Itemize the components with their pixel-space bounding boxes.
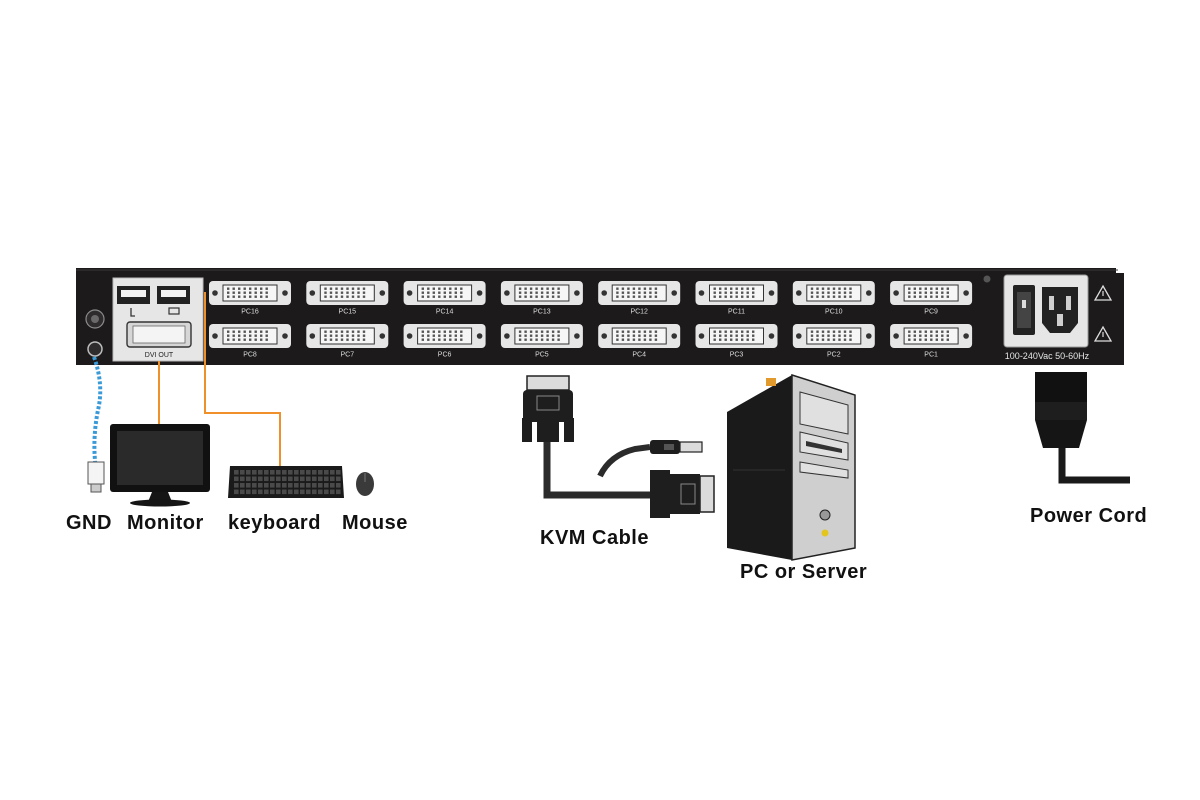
dvi-port-icon: PC15 xyxy=(306,281,389,316)
dvi-port-icon: PC3 xyxy=(695,324,778,359)
port-label: PC14 xyxy=(436,309,454,316)
port-label: PC12 xyxy=(630,309,648,316)
port-label: PC13 xyxy=(533,309,551,316)
console-cables xyxy=(158,292,281,466)
usb-port-1-icon xyxy=(117,286,150,304)
dvi-port-icon: PC12 xyxy=(598,281,681,316)
usb-port-2-icon xyxy=(157,286,190,304)
port-label: PC10 xyxy=(825,309,843,316)
ground-wire xyxy=(87,356,105,493)
ground-screw-icon xyxy=(85,309,105,357)
keyboard-label: keyboard xyxy=(228,512,321,534)
dvi-out-port-icon xyxy=(126,321,192,348)
pc-server-label: PC or Server xyxy=(740,561,868,583)
port-label: PC5 xyxy=(535,352,549,359)
dvi-connector-icon xyxy=(650,470,715,518)
kvm-cable-label: KVM Cable xyxy=(540,527,649,549)
warning-triangle-icon xyxy=(1093,284,1113,301)
warning-triangle-icon xyxy=(1093,325,1113,342)
dvi-port-icon: PC8 xyxy=(209,324,291,359)
power-switch-icon xyxy=(1013,285,1035,335)
monitor-icon xyxy=(110,424,210,507)
port-label: PC8 xyxy=(243,352,257,359)
dvi-port-icon: PC5 xyxy=(500,324,583,359)
dvi-port-icon: PC4 xyxy=(598,324,681,359)
monitor-label: Monitor xyxy=(127,512,204,534)
mouse-icon xyxy=(356,472,374,496)
dvi-port-icon: PC6 xyxy=(403,324,486,359)
power-cord-icon xyxy=(1035,372,1130,484)
mouse-symbol-icon xyxy=(168,307,180,315)
kvm-cable xyxy=(522,375,715,518)
port-label: PC2 xyxy=(827,352,841,359)
dvi-port-icon: PC2 xyxy=(792,324,875,359)
dvi-port-icon: PC10 xyxy=(792,281,875,316)
keyboard-icon xyxy=(228,466,344,498)
dvi-port-icon: PC14 xyxy=(403,281,486,316)
port-label: PC3 xyxy=(730,352,744,359)
port-label: PC4 xyxy=(632,352,646,359)
dvi-port-icon: PC1 xyxy=(890,324,973,359)
keyboard-symbol-icon xyxy=(130,308,135,317)
power-inlet-icon xyxy=(1042,287,1078,333)
console-port-module: DVI OUT xyxy=(112,277,204,362)
dvi-port-icon: PC13 xyxy=(500,281,583,316)
dvi-port-icon: PC16 xyxy=(209,281,291,316)
port-label: PC9 xyxy=(924,309,938,316)
console-label: DVI OUT xyxy=(145,352,174,359)
port-label: PC1 xyxy=(924,352,938,359)
dvi-port-icon: PC9 xyxy=(890,281,973,316)
mouse-label: Mouse xyxy=(342,512,408,534)
status-led-icon xyxy=(983,275,991,283)
dvi-connector-icon xyxy=(522,375,574,442)
pc-tower-icon xyxy=(727,373,856,561)
usb-connector-icon xyxy=(650,440,703,454)
dvi-port-icon: PC11 xyxy=(695,281,778,316)
power-cord-label: Power Cord xyxy=(1030,505,1148,527)
port-label: PC7 xyxy=(340,352,354,359)
port-label: PC16 xyxy=(241,309,259,316)
gnd-label: GND xyxy=(66,512,112,534)
power-rating-label: 100-240Vac 50-60Hz xyxy=(1005,351,1090,361)
port-label: PC6 xyxy=(438,352,452,359)
port-label: PC15 xyxy=(339,309,357,316)
port-label: PC11 xyxy=(728,309,745,316)
power-module xyxy=(1003,274,1089,348)
dvi-port-icon: PC7 xyxy=(306,324,389,359)
